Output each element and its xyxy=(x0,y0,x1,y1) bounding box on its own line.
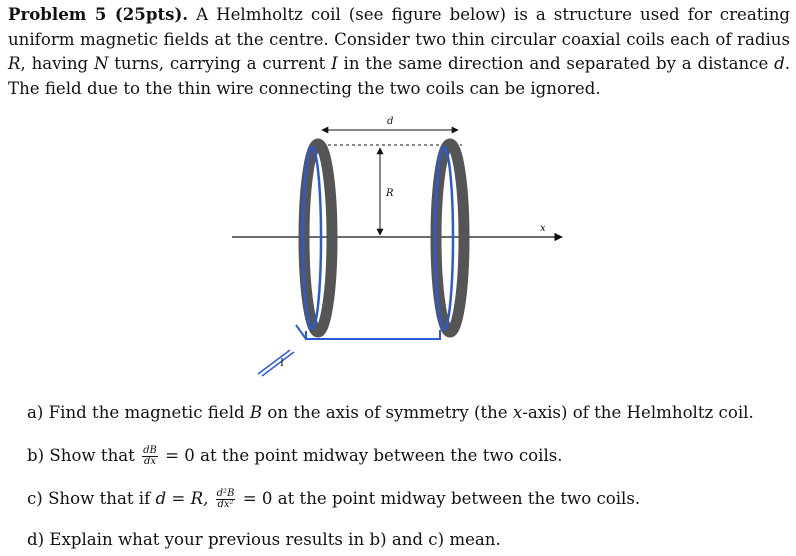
var-N: N xyxy=(93,54,109,73)
problem-heading: Problem 5 (25pts). xyxy=(8,4,189,24)
question-c-numerator: d²B xyxy=(215,488,236,500)
question-b-text-1: Show that xyxy=(49,446,141,465)
question-a-var-B: B xyxy=(249,403,263,422)
left-coil xyxy=(298,138,338,338)
helmholtz-coil-figure: x d R I xyxy=(232,116,563,377)
r-label: R xyxy=(385,188,394,199)
question-d-text-1: Explain what your previous results in b)… xyxy=(49,530,501,549)
intro-text-5: . The field due to the thin wire connect… xyxy=(8,54,790,98)
question-a-text-3: -axis) of the Helmholtz coil. xyxy=(522,403,754,422)
var-R: R xyxy=(8,54,21,73)
question-a-prefix: a) xyxy=(27,403,44,422)
current-lead-wire-2 xyxy=(261,351,295,377)
current-lead-wire xyxy=(257,349,291,375)
question-a-text-1: Find the magnetic field xyxy=(48,403,250,422)
question-c-denominator: dx² xyxy=(217,499,234,510)
lead-wire xyxy=(295,324,307,340)
intro-text-1: A Helmholtz coil (see figure below) is a… xyxy=(8,5,791,49)
question-d: d) Explain what your previous results in… xyxy=(27,529,501,551)
d-label: d xyxy=(387,116,393,127)
question-a-var-x: x xyxy=(512,403,523,422)
question-c-text-1: Show that if xyxy=(48,489,156,508)
right-coil xyxy=(430,138,470,338)
current-label: I xyxy=(280,358,284,369)
var-d: d xyxy=(774,54,785,73)
intro-text-3: turns, carrying a current xyxy=(108,54,332,73)
problem-statement: Problem 5 (25pts). A Helmholtz coil (see… xyxy=(8,2,790,101)
intro-text-4: in the same direction and separated by a… xyxy=(337,54,775,73)
connecting-wire xyxy=(305,330,441,340)
question-c-text-2: = 0 at the point midway between the two … xyxy=(237,489,641,508)
question-b-denominator: dx xyxy=(143,456,156,467)
question-c-prefix: c) xyxy=(27,489,43,508)
question-b-prefix: b) xyxy=(27,446,45,465)
question-b-numerator: dB xyxy=(142,445,158,457)
intro-text-2: , having xyxy=(20,54,94,73)
question-a-text-2: on the axis of symmetry (the xyxy=(262,403,513,422)
question-d-prefix: d) xyxy=(27,530,45,549)
var-I: I xyxy=(331,54,338,73)
question-a: a) Find the magnetic field B on the axis… xyxy=(27,402,754,424)
x-axis-label: x xyxy=(540,223,546,234)
question-b-text-2: = 0 at the point midway between the two … xyxy=(159,446,563,465)
question-c-condition: d = R, xyxy=(155,489,209,508)
